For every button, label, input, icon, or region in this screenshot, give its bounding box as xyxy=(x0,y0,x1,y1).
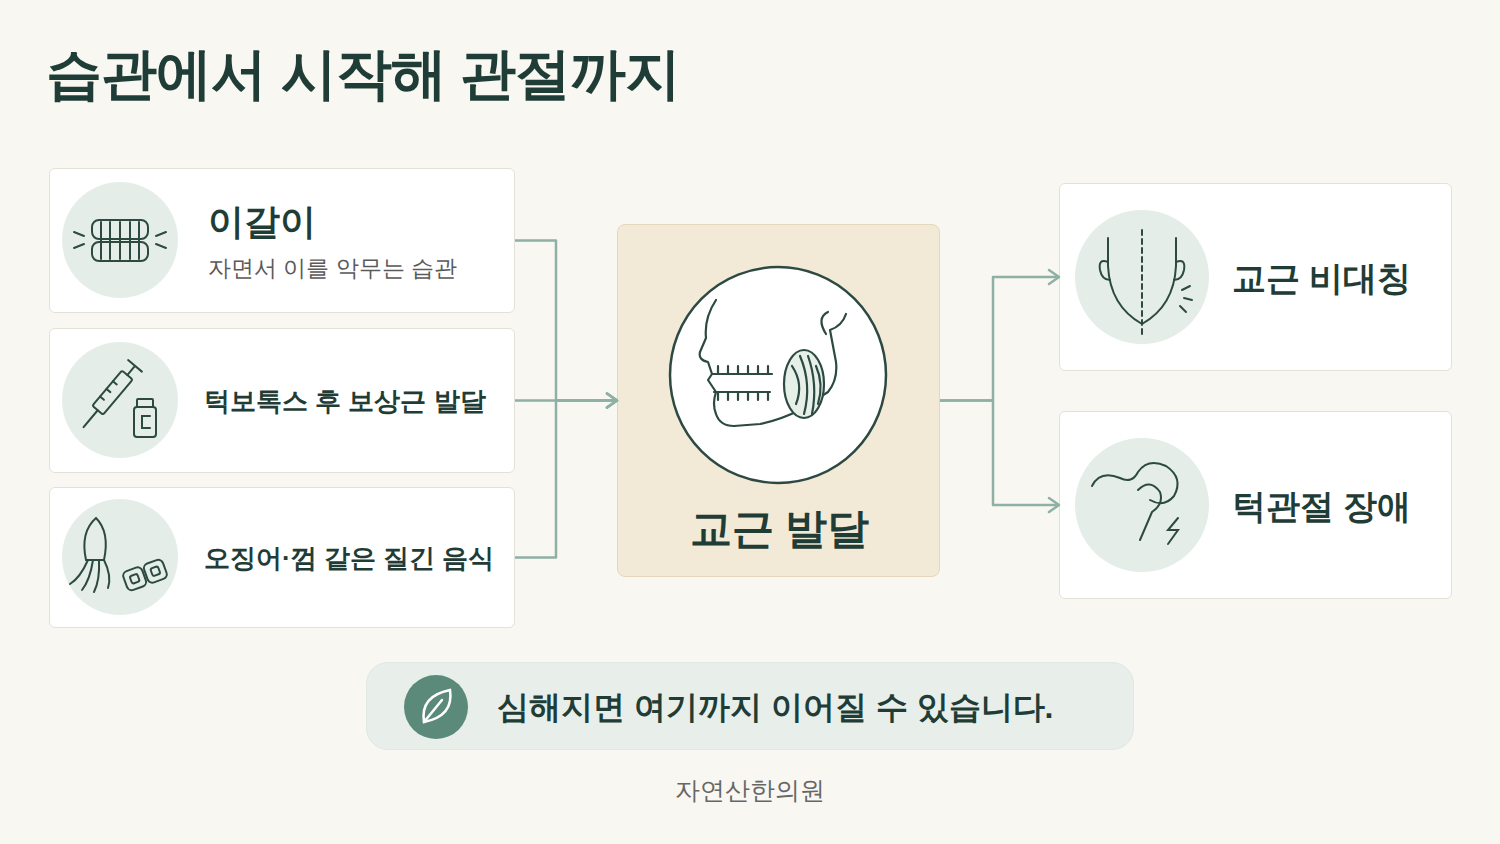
text-area: 턱보톡스 후 보상근 발달 xyxy=(204,329,509,474)
process-box: 턱보톡스 후 보상근 발달 xyxy=(49,328,515,473)
leaf-circle xyxy=(404,675,468,739)
tooth-lines xyxy=(101,222,139,259)
gum-mark xyxy=(130,574,140,584)
process-box: 교근 비대칭 xyxy=(1059,183,1452,371)
flow-connector xyxy=(515,241,617,401)
gum-mark xyxy=(150,566,160,576)
icon-circle xyxy=(1075,438,1209,572)
gum xyxy=(122,566,148,592)
icon-circle xyxy=(62,182,178,298)
syringe-body xyxy=(92,371,132,415)
node-label: 이갈이 xyxy=(208,200,508,243)
jaw-outline xyxy=(700,300,846,426)
ears xyxy=(1100,261,1185,280)
vial-label xyxy=(142,416,150,428)
asymmetry-marks xyxy=(1180,286,1192,312)
leaf xyxy=(424,690,451,722)
node-subtitle: 자면서 이를 악무는 습관 xyxy=(208,255,508,283)
text-area: 심해지면 여기까지 이어질 수 있습니다. xyxy=(497,663,1127,751)
gum-pieces xyxy=(122,558,168,591)
jaw-circle xyxy=(670,267,886,483)
process-box: 오징어·껌 같은 질긴 음식 xyxy=(49,487,515,628)
node-label: 턱보톡스 후 보상근 발달 xyxy=(204,386,509,417)
note-band: 심해지면 여기까지 이어질 수 있습니다. xyxy=(366,662,1134,750)
leaf-icon xyxy=(424,690,451,722)
icon-circle xyxy=(62,342,178,458)
joint-icon xyxy=(1092,463,1178,544)
teeth-icon xyxy=(74,220,166,261)
food-icon xyxy=(70,518,168,592)
process-box: 턱관절 장애 xyxy=(1059,411,1452,599)
upper-teeth xyxy=(92,220,148,239)
center-line xyxy=(1141,230,1143,336)
bite-line xyxy=(712,374,772,392)
brand-label: 자연산한의원 xyxy=(500,775,1000,805)
jaw-illustration xyxy=(700,300,846,426)
squid-body xyxy=(84,518,105,560)
teeth xyxy=(718,366,768,400)
lower-teeth xyxy=(92,242,148,261)
syringe xyxy=(77,360,142,433)
text-area: 턱관절 장애 xyxy=(1232,412,1447,600)
text-area: 교근 비대칭 xyxy=(1232,184,1447,372)
node-label: 오징어·껌 같은 질긴 음식 xyxy=(204,543,509,574)
icon-circle xyxy=(1075,210,1209,344)
flow-connector xyxy=(515,401,617,558)
condyle-head xyxy=(1138,484,1161,540)
center-box: 교근 발달 xyxy=(617,224,940,577)
text-area: 이갈이자면서 이를 악무는 습관 xyxy=(208,169,508,314)
face-icon xyxy=(1100,230,1192,336)
syringe-lines xyxy=(77,360,142,433)
process-box: 이갈이자면서 이를 악무는 습관 xyxy=(49,168,515,313)
text-area: 교근 발달 xyxy=(618,489,941,569)
muscle-fibres xyxy=(792,356,821,414)
face-outline xyxy=(1108,238,1176,324)
pain-bolt xyxy=(1168,518,1178,544)
vial-cap xyxy=(137,399,153,407)
node-label: 턱관절 장애 xyxy=(1232,486,1447,527)
icon-circle xyxy=(62,499,178,615)
text-area: 오징어·껌 같은 질긴 음식 xyxy=(204,488,509,629)
leaf-vein xyxy=(424,700,442,722)
node-label: 교근 발달 xyxy=(618,504,941,554)
masseter-muscle xyxy=(784,350,824,418)
vial xyxy=(134,407,156,437)
node-label: 심해지면 여기까지 이어질 수 있습니다. xyxy=(497,688,1127,726)
syringe-icon xyxy=(77,360,156,437)
joint-socket xyxy=(1092,463,1178,503)
flow-connector xyxy=(515,399,617,402)
condyle xyxy=(821,312,828,334)
gum xyxy=(143,558,169,584)
flow-connector xyxy=(940,401,1059,506)
flow-connector xyxy=(940,277,1059,401)
squid-tentacles xyxy=(70,560,109,592)
diagram-title: 습관에서 시작해 관절까지 xyxy=(46,40,1146,107)
grind-marks xyxy=(74,232,166,248)
node-label: 교근 비대칭 xyxy=(1232,258,1447,299)
